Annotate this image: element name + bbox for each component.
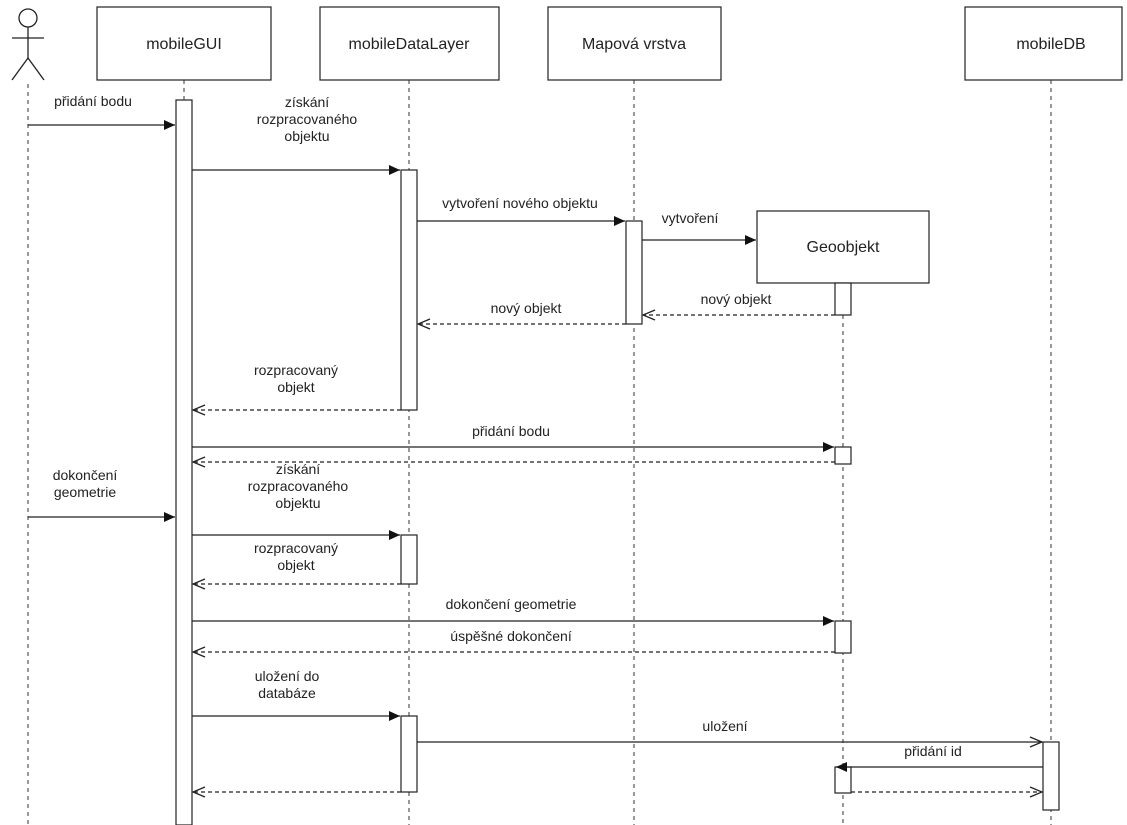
activation-geoobjekt-2	[834, 446, 852, 465]
message-dokonceni-geometrie: dokončení geometrie	[192, 596, 834, 626]
message-label: přidání bodu	[472, 423, 550, 439]
message-label-line: objektu	[275, 495, 320, 511]
message-vytvoreni: vytvoření	[642, 210, 756, 245]
message-uspesne-dokonceni: úspěšné dokončení	[193, 628, 835, 652]
activation-mobilegui	[175, 99, 193, 825]
activation-datalayer-2	[400, 534, 418, 585]
message-label-line: objektu	[284, 128, 329, 144]
message-label-line: nový objekt	[701, 291, 772, 307]
message-label-line: získání	[276, 461, 320, 477]
message-label-line: uložení do	[255, 668, 320, 684]
participant-geoobjekt: Geoobjekt	[756, 210, 930, 284]
message-label-line: rozpracovaný	[254, 362, 338, 378]
message-label: nový objekt	[491, 300, 562, 316]
message-label: dokončení geometrie	[446, 596, 577, 612]
activation-datalayer-3	[400, 715, 418, 793]
message-label: přidání bodu	[54, 93, 132, 109]
message-label-line: objekt	[277, 379, 314, 395]
message-label-line: získání	[285, 94, 329, 110]
message-label: přidání id	[904, 743, 962, 759]
participant-mobilegui: mobileGUI	[96, 6, 272, 81]
message-label-line: objekt	[277, 557, 314, 573]
message-label-line: úspěšné dokončení	[450, 628, 572, 644]
participant-mobiledb-label: mobileDB	[1016, 36, 1085, 53]
message-vytvoreni-noveho-objektu: vytvoření nového objektu	[417, 195, 625, 226]
participant-geoobjekt-label: Geoobjekt	[807, 239, 880, 256]
activation-geoobjekt-1	[834, 282, 852, 316]
message-label-line: rozpracovaný	[254, 540, 338, 556]
message-pridani-id: přidání id	[836, 743, 1043, 772]
activation-geoobjekt-3	[834, 620, 852, 654]
message-novy-objekt-return-1: nový objekt	[643, 291, 835, 315]
participant-mapova-vrstva: Mapová vrstva	[547, 6, 722, 81]
message-label-line: přidání id	[904, 743, 962, 759]
message-label-line: uložení	[702, 718, 747, 734]
message-label-line: vytvoření nového objektu	[442, 195, 598, 211]
participant-mapova-vrstva-label: Mapová vrstva	[582, 36, 686, 53]
message-pridani-bodu: přidání bodu	[28, 93, 175, 130]
message-label-line: geometrie	[54, 484, 116, 500]
participant-mobiledb: mobileDB	[964, 6, 1123, 81]
participant-mobilegui-label: mobileGUI	[146, 36, 222, 53]
message-novy-objekt-return-2: nový objekt	[418, 300, 626, 324]
message-label-line: rozpracovaného	[248, 478, 349, 494]
message-label: uložení	[702, 718, 747, 734]
message-label: nový objekt	[701, 291, 772, 307]
message-label-line: přidání bodu	[472, 423, 550, 439]
message-label-line: dokončení	[53, 467, 118, 483]
actor-figure	[11, 8, 45, 81]
message-label-line: rozpracovaného	[257, 111, 358, 127]
message-label: úspěšné dokončení	[450, 628, 572, 644]
activation-datalayer-1	[400, 169, 418, 411]
message-label-line: dokončení geometrie	[446, 596, 577, 612]
participant-mobiledatalayer-label: mobileDataLayer	[349, 36, 471, 53]
activation-geoobjekt-4	[834, 766, 852, 794]
message-pridani-bodu-2: přidání bodu	[192, 423, 834, 452]
message-label-line: nový objekt	[491, 300, 562, 316]
activation-mobiledb	[1042, 741, 1060, 811]
message-label: vytvoření nového objektu	[442, 195, 598, 211]
message-label: vytvoření	[662, 210, 719, 226]
message-label-line: databáze	[258, 685, 316, 701]
message-label-line: vytvoření	[662, 210, 719, 226]
activation-mapova	[625, 220, 643, 325]
message-label-line: přidání bodu	[54, 93, 132, 109]
message-ulozeni: uložení	[417, 718, 1042, 742]
participant-mobiledatalayer: mobileDataLayer	[319, 6, 500, 81]
